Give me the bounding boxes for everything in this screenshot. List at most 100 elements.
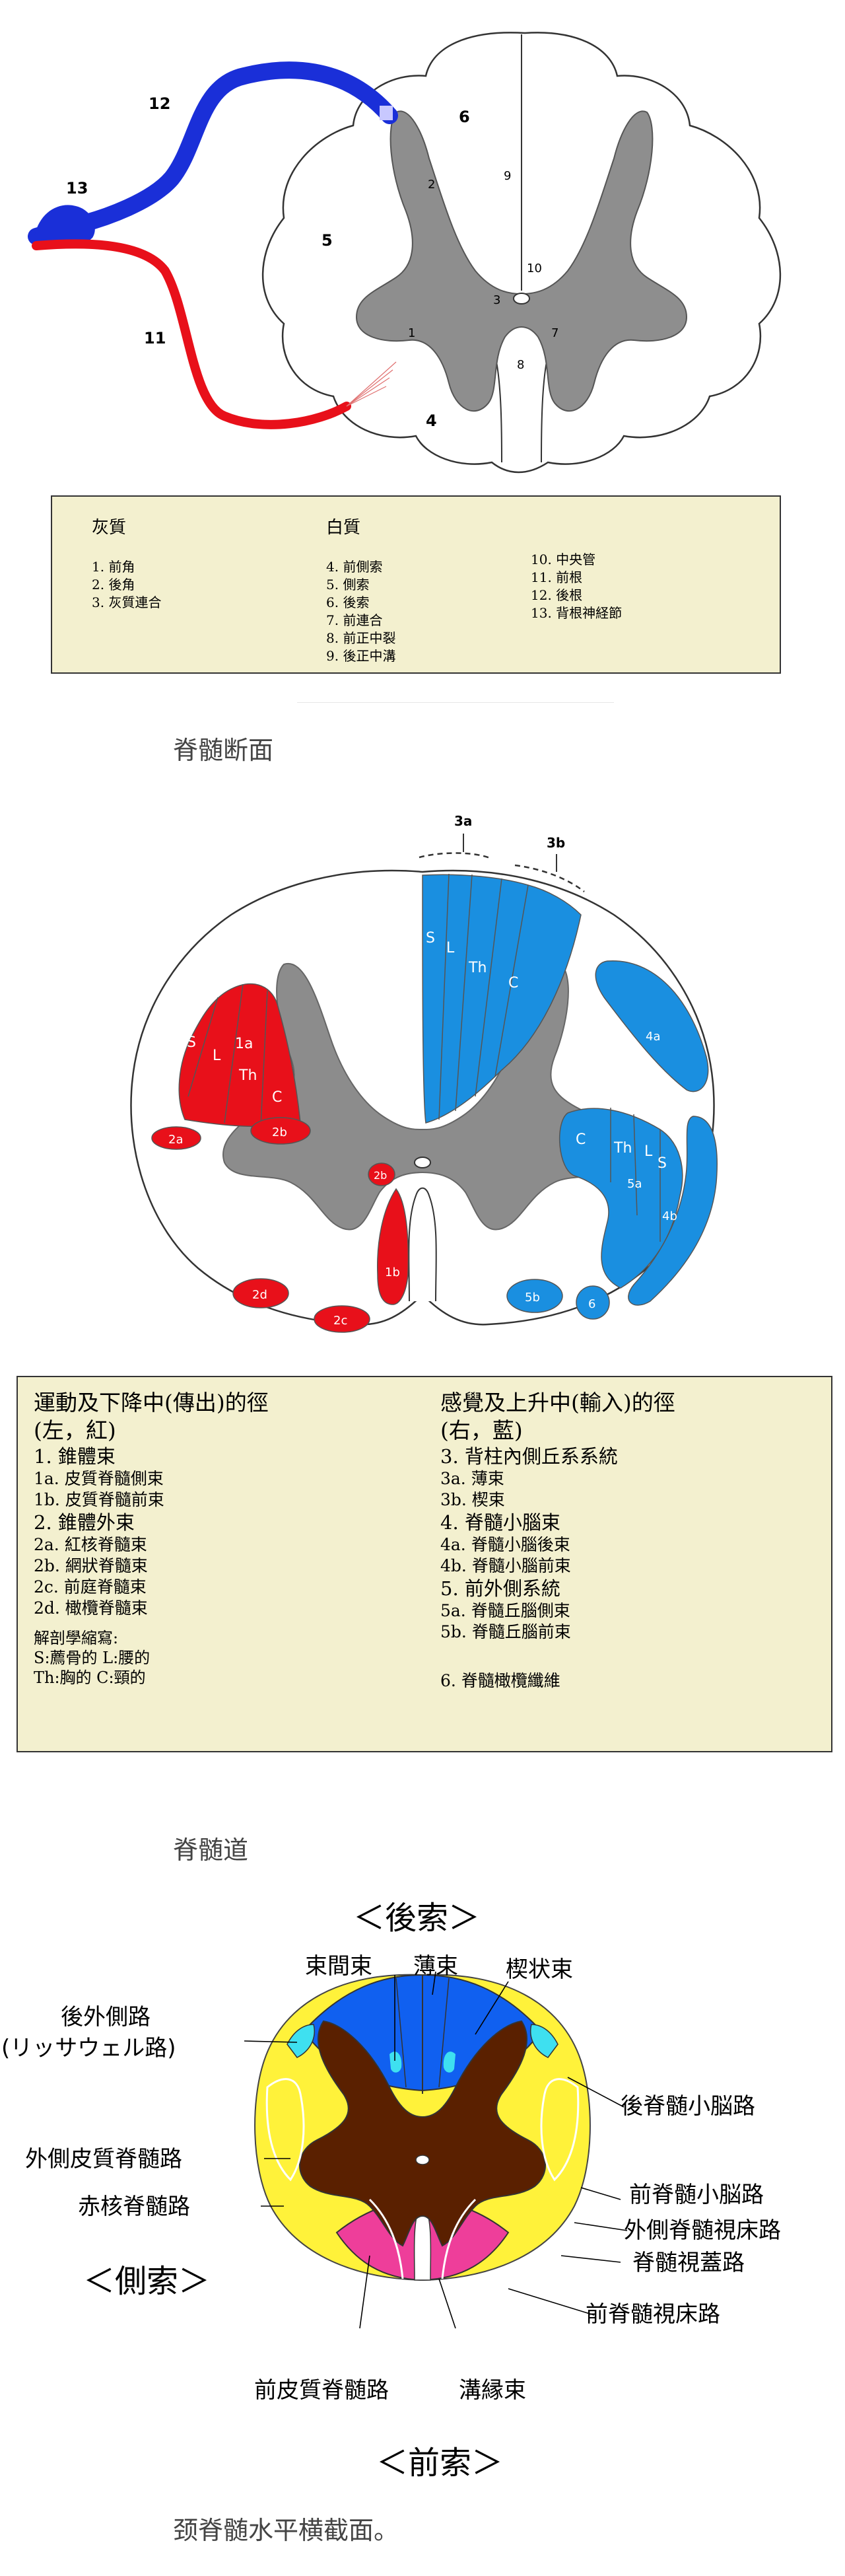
- legend-gray-column: 灰質 1. 前角 2. 後角 3. 灰質連合: [92, 514, 161, 612]
- legend-item: 2c. 前庭脊髓束: [34, 1577, 147, 1596]
- blue-label: S: [426, 930, 435, 947]
- red-label: L: [213, 1048, 221, 1064]
- number-label: 9: [504, 169, 511, 183]
- blue-label: L: [644, 1143, 653, 1160]
- ventral-rootlets: [346, 361, 397, 407]
- red-label: 1a: [235, 1036, 253, 1052]
- label-lissauer: 後外側路: [61, 2004, 151, 2030]
- blue-label: L: [446, 940, 455, 956]
- tract-4a: [595, 960, 709, 1092]
- label-cuneate: 楔状束: [506, 1956, 573, 1983]
- figure-caption: 颈脊髄水平横截面。: [173, 2516, 399, 2545]
- legend-item: 5. 側索: [326, 577, 370, 592]
- tract-2b: [368, 1163, 395, 1186]
- legend-box-structures: 灰質 1. 前角 2. 後角 3. 灰質連合 白質 4. 前側索 5. 側索 6…: [51, 495, 781, 674]
- legend-item: 9. 後正中溝: [326, 648, 396, 664]
- number-label: 6: [459, 108, 470, 126]
- legend-title: 運動及下降中(傳出)的徑: [34, 1390, 269, 1415]
- tract-labels: 3a 3b S L 1a Th C 2a 2b 2b 1b 2d 2c S L …: [168, 813, 677, 1328]
- legend-item: 11. 前根: [531, 569, 583, 585]
- number-label: 10: [527, 262, 542, 275]
- title-lateral: ＜側索＞: [83, 2263, 210, 2300]
- abbrev-title: 解剖學縮寫:: [34, 1629, 119, 1647]
- figure-spinal-cross-section: 1 2 3 4 5 6 7 8 9 10 11 12 13 灰質 1. 前角 2…: [0, 0, 845, 779]
- legend-item: 6. 後索: [326, 594, 370, 610]
- legend-header: 白質: [326, 518, 361, 538]
- leader-lines: [244, 1971, 628, 2329]
- central-canal: [414, 1157, 431, 1168]
- blue-label: 5b: [525, 1291, 540, 1305]
- fasciculus-interfascicularis: [389, 2052, 402, 2073]
- legend-item: 3. 灰質連合: [92, 594, 162, 610]
- figure-caption: 脊髄断面: [173, 736, 274, 765]
- number-label: 7: [551, 326, 558, 340]
- label-3b: 3b: [547, 835, 565, 851]
- spinal-tracts-diagram: 3a 3b S L 1a Th C 2a 2b 2b 1b 2d 2c S L …: [130, 813, 718, 1333]
- legend-item: 8. 前正中裂: [326, 630, 396, 646]
- label-rubrospinal: 赤核脊髄路: [78, 2194, 190, 2220]
- legend-item: 6. 脊髓橄欖纖維: [440, 1671, 560, 1690]
- blue-label: S: [658, 1155, 667, 1172]
- spinal-section-diagram: 1 2 3 4 5 6 7 8 9 10 11 12 13: [28, 32, 782, 474]
- separator-line: [297, 702, 614, 703]
- label-anterior-spinothalamic: 前脊髄視床路: [586, 2301, 720, 2328]
- legend-item: 1a. 皮質脊髓側束: [34, 1469, 164, 1488]
- abbrev-line: Th:胸的 C:頸的: [34, 1668, 146, 1687]
- label-anterior-spinocerebellar: 前脊髄小脳路: [629, 2182, 764, 2208]
- label-lateral-corticospinal: 外側皮質脊髄路: [25, 2146, 182, 2172]
- gray-matter: [299, 2020, 546, 2247]
- blue-label: C: [508, 975, 518, 991]
- red-label: 2b: [272, 1126, 287, 1139]
- legend-item: 1. 前角: [92, 559, 135, 575]
- cervical-section-diagram: ＜後索＞ ＜側索＞ ＜前索＞ 束間束 薄束 楔状束 後外側路 (リッサウェル路)…: [1, 1900, 781, 2482]
- blue-label: 4a: [646, 1030, 660, 1044]
- number-label: 1: [408, 326, 415, 340]
- legend-item: 2a. 紅核脊髓束: [34, 1535, 147, 1554]
- tract-1b: [376, 1188, 409, 1305]
- figure-caption: 脊髄道: [173, 1836, 249, 1865]
- label-lissauer-alt: (リッサウェル路): [1, 2035, 176, 2061]
- red-label: 2a: [168, 1133, 183, 1147]
- legend-item: 5b. 脊髓丘腦前束: [440, 1622, 571, 1641]
- legend-white-column: 白質 4. 前側索 5. 側索 6. 後索 7. 前連合 8. 前正中裂 9. …: [326, 514, 395, 665]
- label-anterior-corticospinal: 前皮質脊髄路: [254, 2377, 389, 2404]
- label-3a: 3a: [454, 813, 472, 829]
- label-posterior-spinocerebellar: 後脊髄小脳路: [621, 2093, 755, 2120]
- red-label: 2b: [374, 1169, 387, 1182]
- number-label: 2: [428, 178, 435, 192]
- number-label: 5: [321, 231, 333, 250]
- central-canal: [415, 2155, 430, 2165]
- blue-label: 6: [588, 1297, 595, 1311]
- legend-other-column: 10. 中央管 11. 前根 12. 後根 13. 背根神経節: [531, 551, 622, 622]
- legend-item: 1. 錐體束: [34, 1445, 116, 1468]
- figure-spinal-tracts: 3a 3b S L 1a Th C 2a 2b 2b 1b 2d 2c S L …: [0, 786, 845, 1367]
- red-label: 2d: [252, 1288, 267, 1302]
- dashed-arc-3b: [514, 864, 585, 892]
- dorsal-root-ganglion: [34, 205, 95, 249]
- tract-3-dorsal-columns: [422, 873, 582, 1124]
- tract-4b: [628, 1116, 718, 1306]
- tract-5a: [558, 1108, 683, 1289]
- dorsal-root-entry: [380, 106, 393, 120]
- legend-title: (右，藍): [440, 1417, 523, 1443]
- legend-item: 12. 後根: [531, 587, 583, 603]
- legend-item: 2. 後角: [92, 577, 135, 592]
- red-label: S: [187, 1034, 196, 1051]
- legend-item: 7. 前連合: [326, 612, 383, 628]
- number-label: 12: [149, 94, 170, 113]
- legend-item: 3. 背柱內側丘系系統: [440, 1445, 618, 1468]
- tract-6: [576, 1285, 610, 1320]
- blue-label: Th: [468, 960, 487, 976]
- tract-2d: [232, 1278, 289, 1308]
- label-sulcomarginal: 溝縁束: [459, 2377, 526, 2404]
- figure-cervical-section: ＜後索＞ ＜側索＞ ＜前索＞ 束間束 薄束 楔状束 後外側路 (リッサウェル路)…: [0, 1889, 845, 2573]
- label-lateral-spinothalamic: 外側脊髄視床路: [624, 2217, 781, 2244]
- number-label: 13: [66, 179, 88, 197]
- ventral-root: [32, 239, 351, 429]
- tract-2a: [151, 1126, 201, 1150]
- blue-label: C: [576, 1131, 586, 1148]
- tract-2b: [250, 1117, 311, 1145]
- lissauer-tract: [287, 2024, 315, 2058]
